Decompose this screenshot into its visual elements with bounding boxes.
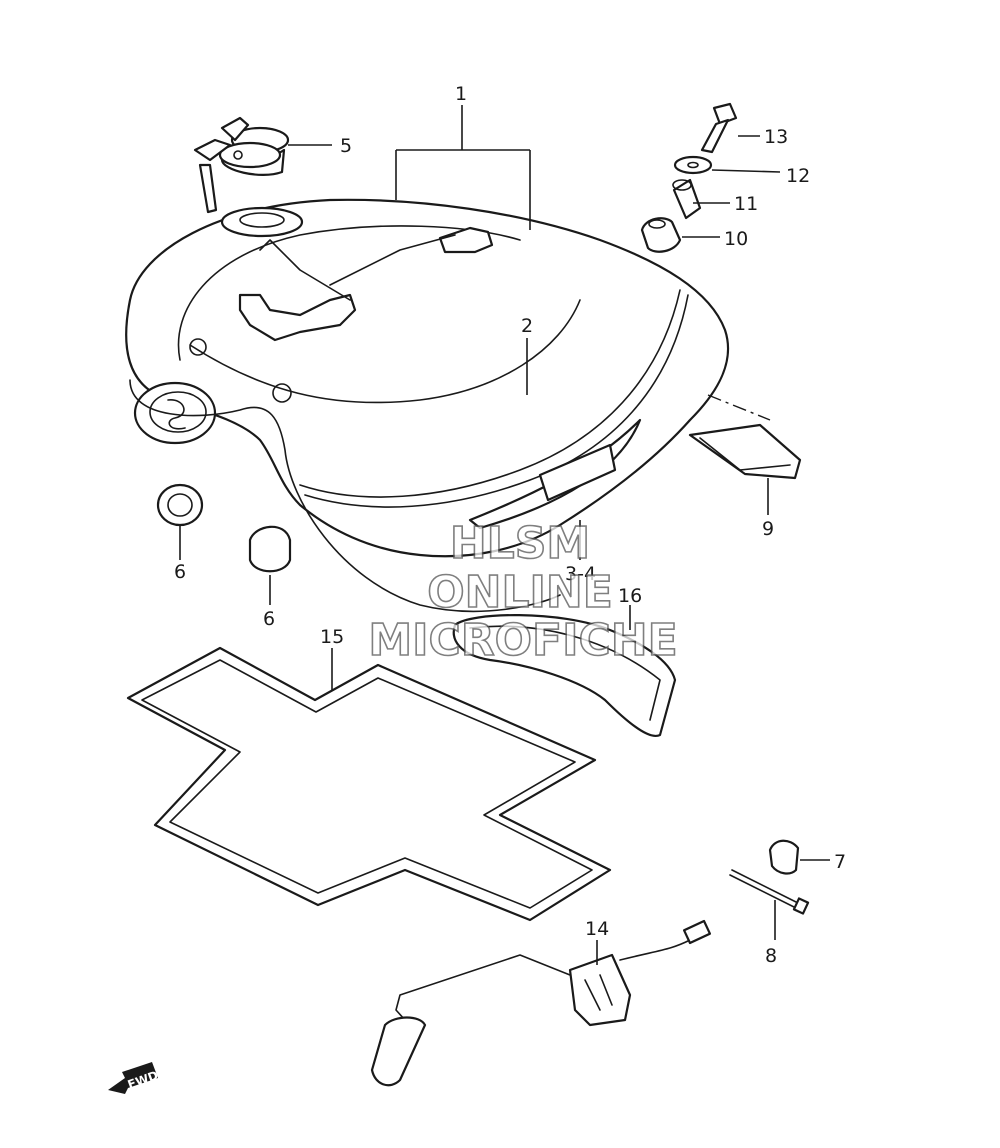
- callout-5: 5: [340, 135, 352, 157]
- callout-3-4: 3-4: [565, 563, 596, 585]
- watermark-line-2: ONLINE: [427, 567, 613, 618]
- washer-12: [673, 155, 713, 175]
- tie-8: [729, 869, 810, 915]
- tank-emblem: [468, 418, 642, 530]
- forward-direction-badge: FWD: [108, 1062, 160, 1094]
- callout-6b: 6: [263, 608, 275, 630]
- callout-6a: 6: [174, 561, 186, 583]
- grommet-6a: [156, 483, 204, 527]
- pad-15: [126, 646, 612, 922]
- callout-14: 14: [585, 918, 609, 940]
- callout-13: 13: [764, 126, 788, 148]
- callout-16: 16: [618, 585, 642, 607]
- callout-11: 11: [734, 193, 758, 215]
- callout-7: 7: [834, 851, 846, 873]
- cushion-10: [640, 217, 682, 253]
- callout-10: 10: [724, 228, 748, 250]
- watermark: HLSM ONLINE MICROFICHE: [368, 517, 679, 667]
- callout-9: 9: [762, 518, 774, 540]
- bolt-13: [700, 102, 738, 154]
- seal-16: [452, 614, 677, 738]
- fuel-sender-14: [370, 919, 712, 1087]
- callouts: 1 2 3-4 5 6 6 7 8 9 10 11 12 13 14 15 16: [174, 83, 846, 967]
- watermark-line-3: MICROFICHE: [368, 615, 677, 666]
- collar-11: [672, 178, 702, 220]
- clamp-7: [768, 839, 800, 875]
- callout-8: 8: [765, 945, 777, 967]
- callout-2: 2: [521, 315, 533, 337]
- watermark-line-1: HLSM: [450, 518, 590, 569]
- callout-15: 15: [320, 626, 344, 648]
- callout-12: 12: [786, 165, 810, 187]
- leader-lines: [179, 105, 830, 965]
- fuel-cap: [193, 116, 290, 214]
- fuel-tank: [125, 198, 730, 613]
- grommet-6b: [248, 525, 292, 573]
- pad-9: [688, 394, 802, 480]
- callout-1: 1: [455, 83, 467, 105]
